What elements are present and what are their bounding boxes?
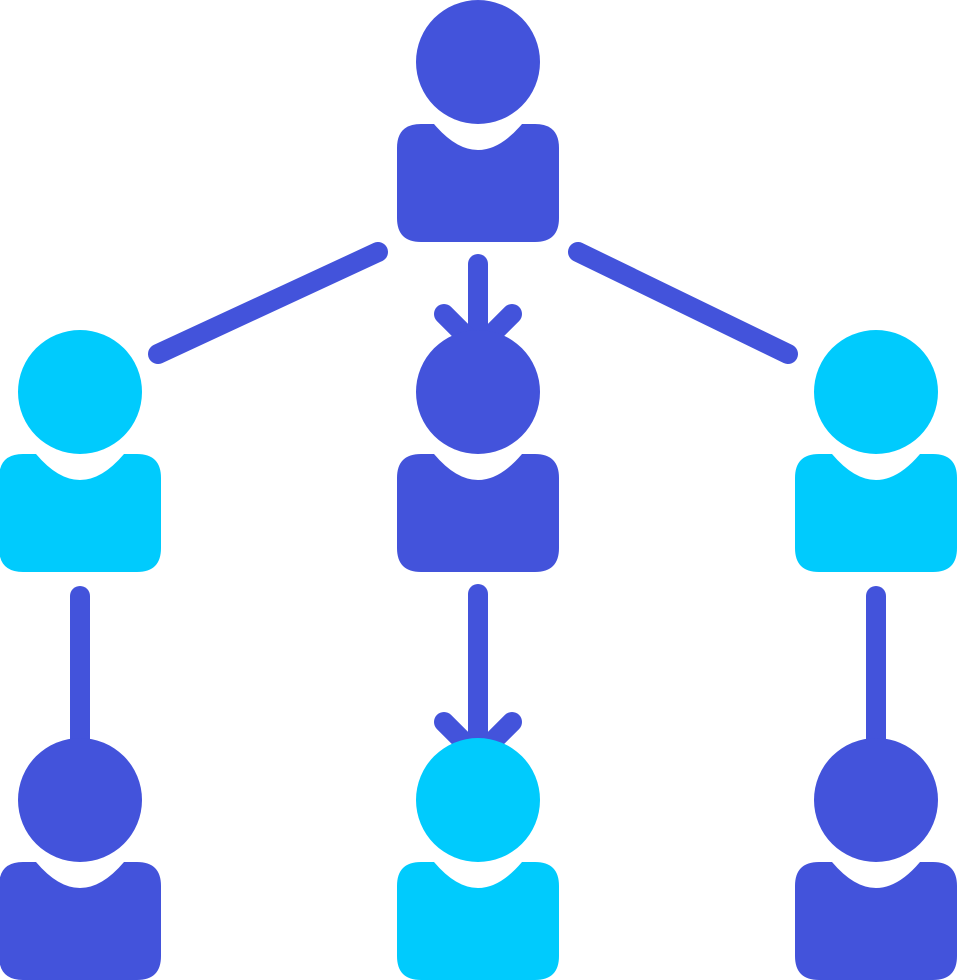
person-body <box>0 454 161 572</box>
person-body <box>397 862 559 980</box>
person-head <box>416 0 540 124</box>
person-mid-center <box>397 330 559 572</box>
person-body <box>0 862 161 980</box>
connectors <box>70 242 886 766</box>
person-bottom-left <box>0 738 161 980</box>
person-head <box>18 738 142 862</box>
person-head <box>814 330 938 454</box>
person-body <box>795 862 957 980</box>
connector-top-center-to-mid-left-line <box>148 242 388 364</box>
person-head <box>416 330 540 454</box>
person-mid-left <box>0 330 161 572</box>
connector-mid-center-to-bottom-center-arrow <box>434 584 522 766</box>
person-mid-right <box>795 330 957 572</box>
person-top-center <box>397 0 559 242</box>
person-body <box>397 454 559 572</box>
connector-top-center-to-mid-right-line <box>568 242 798 364</box>
person-head <box>18 330 142 454</box>
person-head <box>814 738 938 862</box>
person-head <box>416 738 540 862</box>
person-body <box>795 454 957 572</box>
person-body <box>397 124 559 242</box>
person-bottom-center <box>397 738 559 980</box>
person-bottom-right <box>795 738 957 980</box>
